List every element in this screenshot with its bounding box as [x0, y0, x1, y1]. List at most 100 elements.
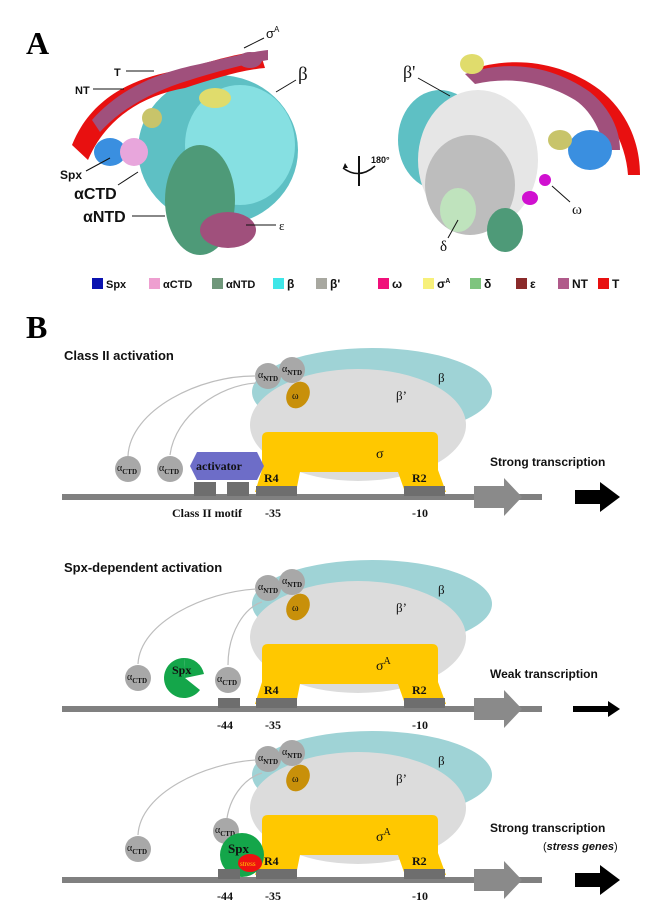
- label-NT: NT: [75, 85, 90, 97]
- legend-swatch: [92, 278, 103, 289]
- gene-arrow: [474, 690, 522, 728]
- dna-strand: [62, 706, 542, 712]
- promoter-box-10: [404, 486, 445, 496]
- legend-swatch: [470, 278, 481, 289]
- cryoem-structure-right: [398, 54, 640, 252]
- svg-text:αNTD: αNTD: [282, 576, 302, 589]
- alpha-ntd: αNTD: [279, 740, 305, 766]
- sigma-label: σA: [376, 827, 392, 845]
- legend-item: ε: [516, 277, 536, 291]
- omega-label: ω: [292, 603, 299, 614]
- activator-label: activator: [196, 459, 243, 473]
- svg-text:αCTD: αCTD: [127, 672, 147, 685]
- R2-label: R2: [412, 683, 427, 697]
- legend-label: ε: [530, 277, 536, 291]
- beta-prime-label: β’: [396, 388, 407, 403]
- svg-text:αCTD: αCTD: [117, 463, 137, 476]
- spx-label: Spx: [228, 841, 249, 856]
- minus35-label: -35: [265, 718, 281, 732]
- label-aNTD: αNTD: [83, 209, 126, 226]
- svg-text:αNTD: αNTD: [282, 364, 302, 377]
- omega-subunit: [286, 593, 310, 621]
- minus35-label: -35: [265, 889, 281, 903]
- legend-swatch: [516, 278, 527, 289]
- legend-label: NT: [572, 277, 589, 291]
- gene-arrow: [474, 861, 522, 899]
- label-beta: β: [298, 64, 308, 85]
- legend-swatch: [212, 278, 223, 289]
- strong-arrow-icon: [575, 865, 620, 895]
- spx-protein-part: [184, 657, 204, 678]
- svg-text:αCTD: αCTD: [217, 674, 237, 687]
- alpha-ctd: αCTD: [157, 456, 183, 482]
- outcome-label: Strong transcription: [490, 455, 605, 469]
- sigma-label: σ: [376, 447, 384, 462]
- R4-label: R4: [264, 471, 279, 485]
- class-ii-motif-box: [194, 482, 216, 496]
- alpha-linker: [227, 601, 263, 666]
- legend-swatch: [423, 278, 434, 289]
- promoter-box-35: [256, 869, 297, 879]
- dna-strand: [62, 877, 542, 883]
- omega-subunit: [286, 381, 310, 409]
- alpha-ctd: αCTD: [115, 456, 141, 482]
- sigma-label: σA: [376, 656, 392, 674]
- R2-label: R2: [412, 854, 427, 868]
- legend-swatch: [598, 278, 609, 289]
- panel-a-label: A: [26, 25, 49, 61]
- left-structure-labels: σA β T NT Spx αCTD αNTD ε: [60, 25, 308, 233]
- alpha-ntd: αNTD: [255, 746, 281, 772]
- legend-label: σA: [437, 277, 450, 291]
- legend-item: β': [316, 277, 340, 291]
- minus10-label: -10: [412, 889, 428, 903]
- legend-item: Spx: [92, 278, 127, 291]
- legend-item: NT: [558, 277, 589, 291]
- svg-text:αNTD: αNTD: [282, 747, 302, 760]
- beta-label: β: [438, 370, 445, 385]
- R2-label: R2: [412, 471, 427, 485]
- scenario-title: Class II activation: [64, 348, 174, 363]
- label-omega: ω: [572, 202, 582, 218]
- legend-item: T: [598, 277, 620, 291]
- legend-label: T: [612, 277, 620, 291]
- promoter-box-10: [404, 869, 445, 879]
- beta-label: β: [438, 582, 445, 597]
- legend-item: β: [273, 277, 294, 291]
- sigma-factor: [255, 815, 446, 875]
- svg-text:αCTD: αCTD: [215, 825, 235, 838]
- gene-arrow: [474, 478, 522, 516]
- label-T: T: [114, 67, 121, 79]
- stress-label: stress: [240, 860, 256, 868]
- outcome-sublabel: (stress genes): [543, 841, 618, 853]
- legend-item: αNTD: [212, 278, 255, 291]
- alpha-ntd: αNTD: [279, 569, 305, 595]
- label-aCTD: αCTD: [74, 186, 117, 203]
- legend-label: β: [287, 277, 294, 291]
- alpha-ntd: αNTD: [255, 575, 281, 601]
- alpha-linker: [127, 375, 257, 457]
- promoter-box-35: [256, 698, 297, 708]
- svg-text:αNTD: αNTD: [258, 753, 278, 766]
- label-sigmaA: σA: [266, 25, 280, 41]
- alpha-ctd: αCTD: [125, 836, 151, 862]
- minus10-label: -10: [412, 718, 428, 732]
- legend-label: Spx: [106, 279, 127, 291]
- alpha-linker: [137, 588, 257, 665]
- omega-subunit: [286, 764, 310, 792]
- svg-text:αCTD: αCTD: [159, 463, 179, 476]
- beta-label: β: [438, 753, 445, 768]
- svg-text:αCTD: αCTD: [127, 843, 147, 856]
- promoter-box-10: [404, 698, 445, 708]
- scenario-title: Spx-dependent activation: [64, 560, 222, 575]
- legend-item: σA: [423, 277, 450, 291]
- beta-prime-label: β’: [396, 771, 407, 786]
- omega-label: ω: [292, 774, 299, 785]
- alpha-linker: [137, 759, 257, 836]
- beta-prime-label: β’: [396, 600, 407, 615]
- panel-b-label: B: [26, 309, 47, 345]
- outcome-label: Strong transcription: [490, 821, 605, 835]
